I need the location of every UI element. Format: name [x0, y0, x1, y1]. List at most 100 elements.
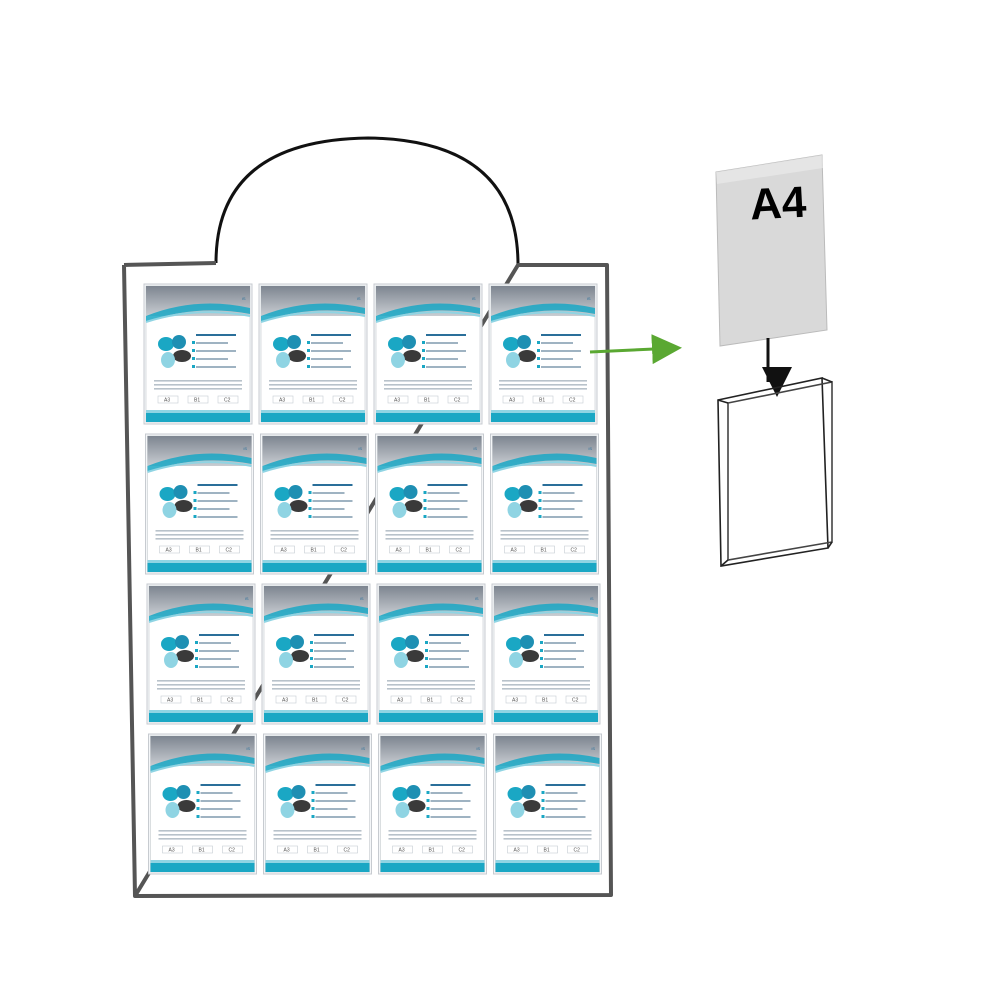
size-label: C2	[229, 848, 236, 854]
poster-text-line	[314, 650, 354, 652]
size-label: B1	[196, 548, 202, 554]
size-box	[302, 395, 324, 404]
size-label: A3	[394, 398, 400, 404]
size-label: B1	[542, 698, 548, 704]
poster-text-line	[429, 658, 461, 660]
poster-text-line	[311, 350, 351, 352]
check-mark-icon	[423, 491, 427, 494]
poster-paragraph-line	[502, 680, 590, 682]
size-label: C2	[456, 548, 463, 554]
poster-paragraph-line	[500, 538, 589, 540]
a4-label: A4	[749, 178, 808, 230]
petal-shape	[172, 335, 186, 349]
size-label: A3	[512, 698, 518, 704]
poster-paragraph-line	[273, 838, 362, 840]
poster-paragraph-line	[270, 530, 359, 532]
poster-text-line	[544, 634, 584, 636]
poster-paragraph-line	[270, 538, 359, 540]
poster-swoosh-line	[492, 461, 597, 473]
poster-paragraph-line	[388, 830, 477, 832]
petal-shape	[277, 502, 292, 518]
poster-text-line	[429, 634, 469, 636]
poster-paragraph-line	[385, 538, 474, 540]
poster-swoosh	[261, 303, 365, 322]
check-mark-icon	[426, 815, 430, 818]
poster-paragraph-line	[155, 530, 244, 532]
petal-shape	[507, 502, 522, 518]
check-mark-icon	[311, 799, 315, 802]
check-mark-icon	[195, 665, 198, 668]
poster-swoosh	[376, 303, 480, 322]
check-mark-icon	[422, 365, 425, 368]
poster-side-mark: iS	[357, 296, 361, 301]
poster-text-line	[312, 492, 345, 494]
size-box	[452, 845, 473, 854]
poster-text-line	[426, 350, 466, 352]
poster-paragraph-line	[387, 688, 475, 690]
size-label: A3	[511, 548, 517, 554]
check-mark-icon	[307, 357, 310, 360]
size-label: C2	[574, 848, 581, 854]
size-label: C2	[571, 548, 578, 554]
poster-text-line	[542, 500, 583, 502]
size-box	[305, 695, 327, 704]
petal-shape	[517, 335, 531, 349]
petal-shape	[162, 502, 177, 518]
check-mark-icon	[537, 349, 540, 352]
poster-footer-highlight	[146, 410, 250, 413]
check-mark-icon	[538, 515, 542, 518]
check-mark-icon	[310, 641, 313, 644]
poster-swoosh-line	[377, 461, 482, 473]
check-mark-icon	[193, 491, 197, 494]
poster-text-line	[312, 484, 353, 486]
poster-paragraph-line	[155, 538, 244, 540]
poster-paragraph-line	[154, 388, 242, 390]
size-box	[422, 845, 443, 854]
poster-swoosh	[146, 303, 250, 322]
poster-swoosh	[379, 603, 483, 622]
size-label: C2	[572, 698, 579, 704]
petal-shape	[280, 802, 295, 818]
poster-text-line	[197, 508, 230, 510]
size-box	[564, 545, 585, 554]
poster-text-line	[200, 808, 233, 810]
size-box	[157, 395, 179, 404]
poster-side-mark: iS	[360, 596, 364, 601]
poster-paragraph-line	[269, 384, 357, 386]
poster-text-line	[426, 334, 466, 336]
petal-shape	[173, 350, 191, 362]
poster-text-line	[542, 492, 575, 494]
poster-paragraph-line	[154, 380, 242, 382]
petal-shape	[392, 787, 409, 801]
poster-text-line	[200, 816, 241, 818]
poster-text-line	[315, 792, 348, 794]
petal-shape	[518, 350, 536, 362]
size-label: B1	[426, 548, 432, 554]
check-mark-icon	[311, 791, 315, 794]
poster-paragraph-line	[157, 688, 245, 690]
poster-text-line	[200, 800, 241, 802]
check-mark-icon	[195, 657, 198, 660]
size-box	[189, 545, 210, 554]
check-mark-icon	[425, 641, 428, 644]
size-label: A3	[164, 398, 170, 404]
petal-shape	[506, 352, 520, 368]
poster-text-line	[196, 342, 228, 344]
check-mark-icon	[311, 815, 315, 818]
petal-shape	[176, 785, 191, 799]
poster-swoosh-line	[260, 311, 366, 323]
poster-paragraph-line	[499, 388, 587, 390]
hanger-loop-icon	[214, 136, 520, 266]
poster-swoosh-line	[148, 611, 254, 623]
check-mark-icon	[310, 657, 313, 660]
size-box	[222, 845, 243, 854]
poster-swoosh	[494, 603, 598, 622]
size-box	[417, 395, 439, 404]
poster-footer-highlight	[491, 410, 595, 413]
petal-shape	[521, 785, 536, 799]
